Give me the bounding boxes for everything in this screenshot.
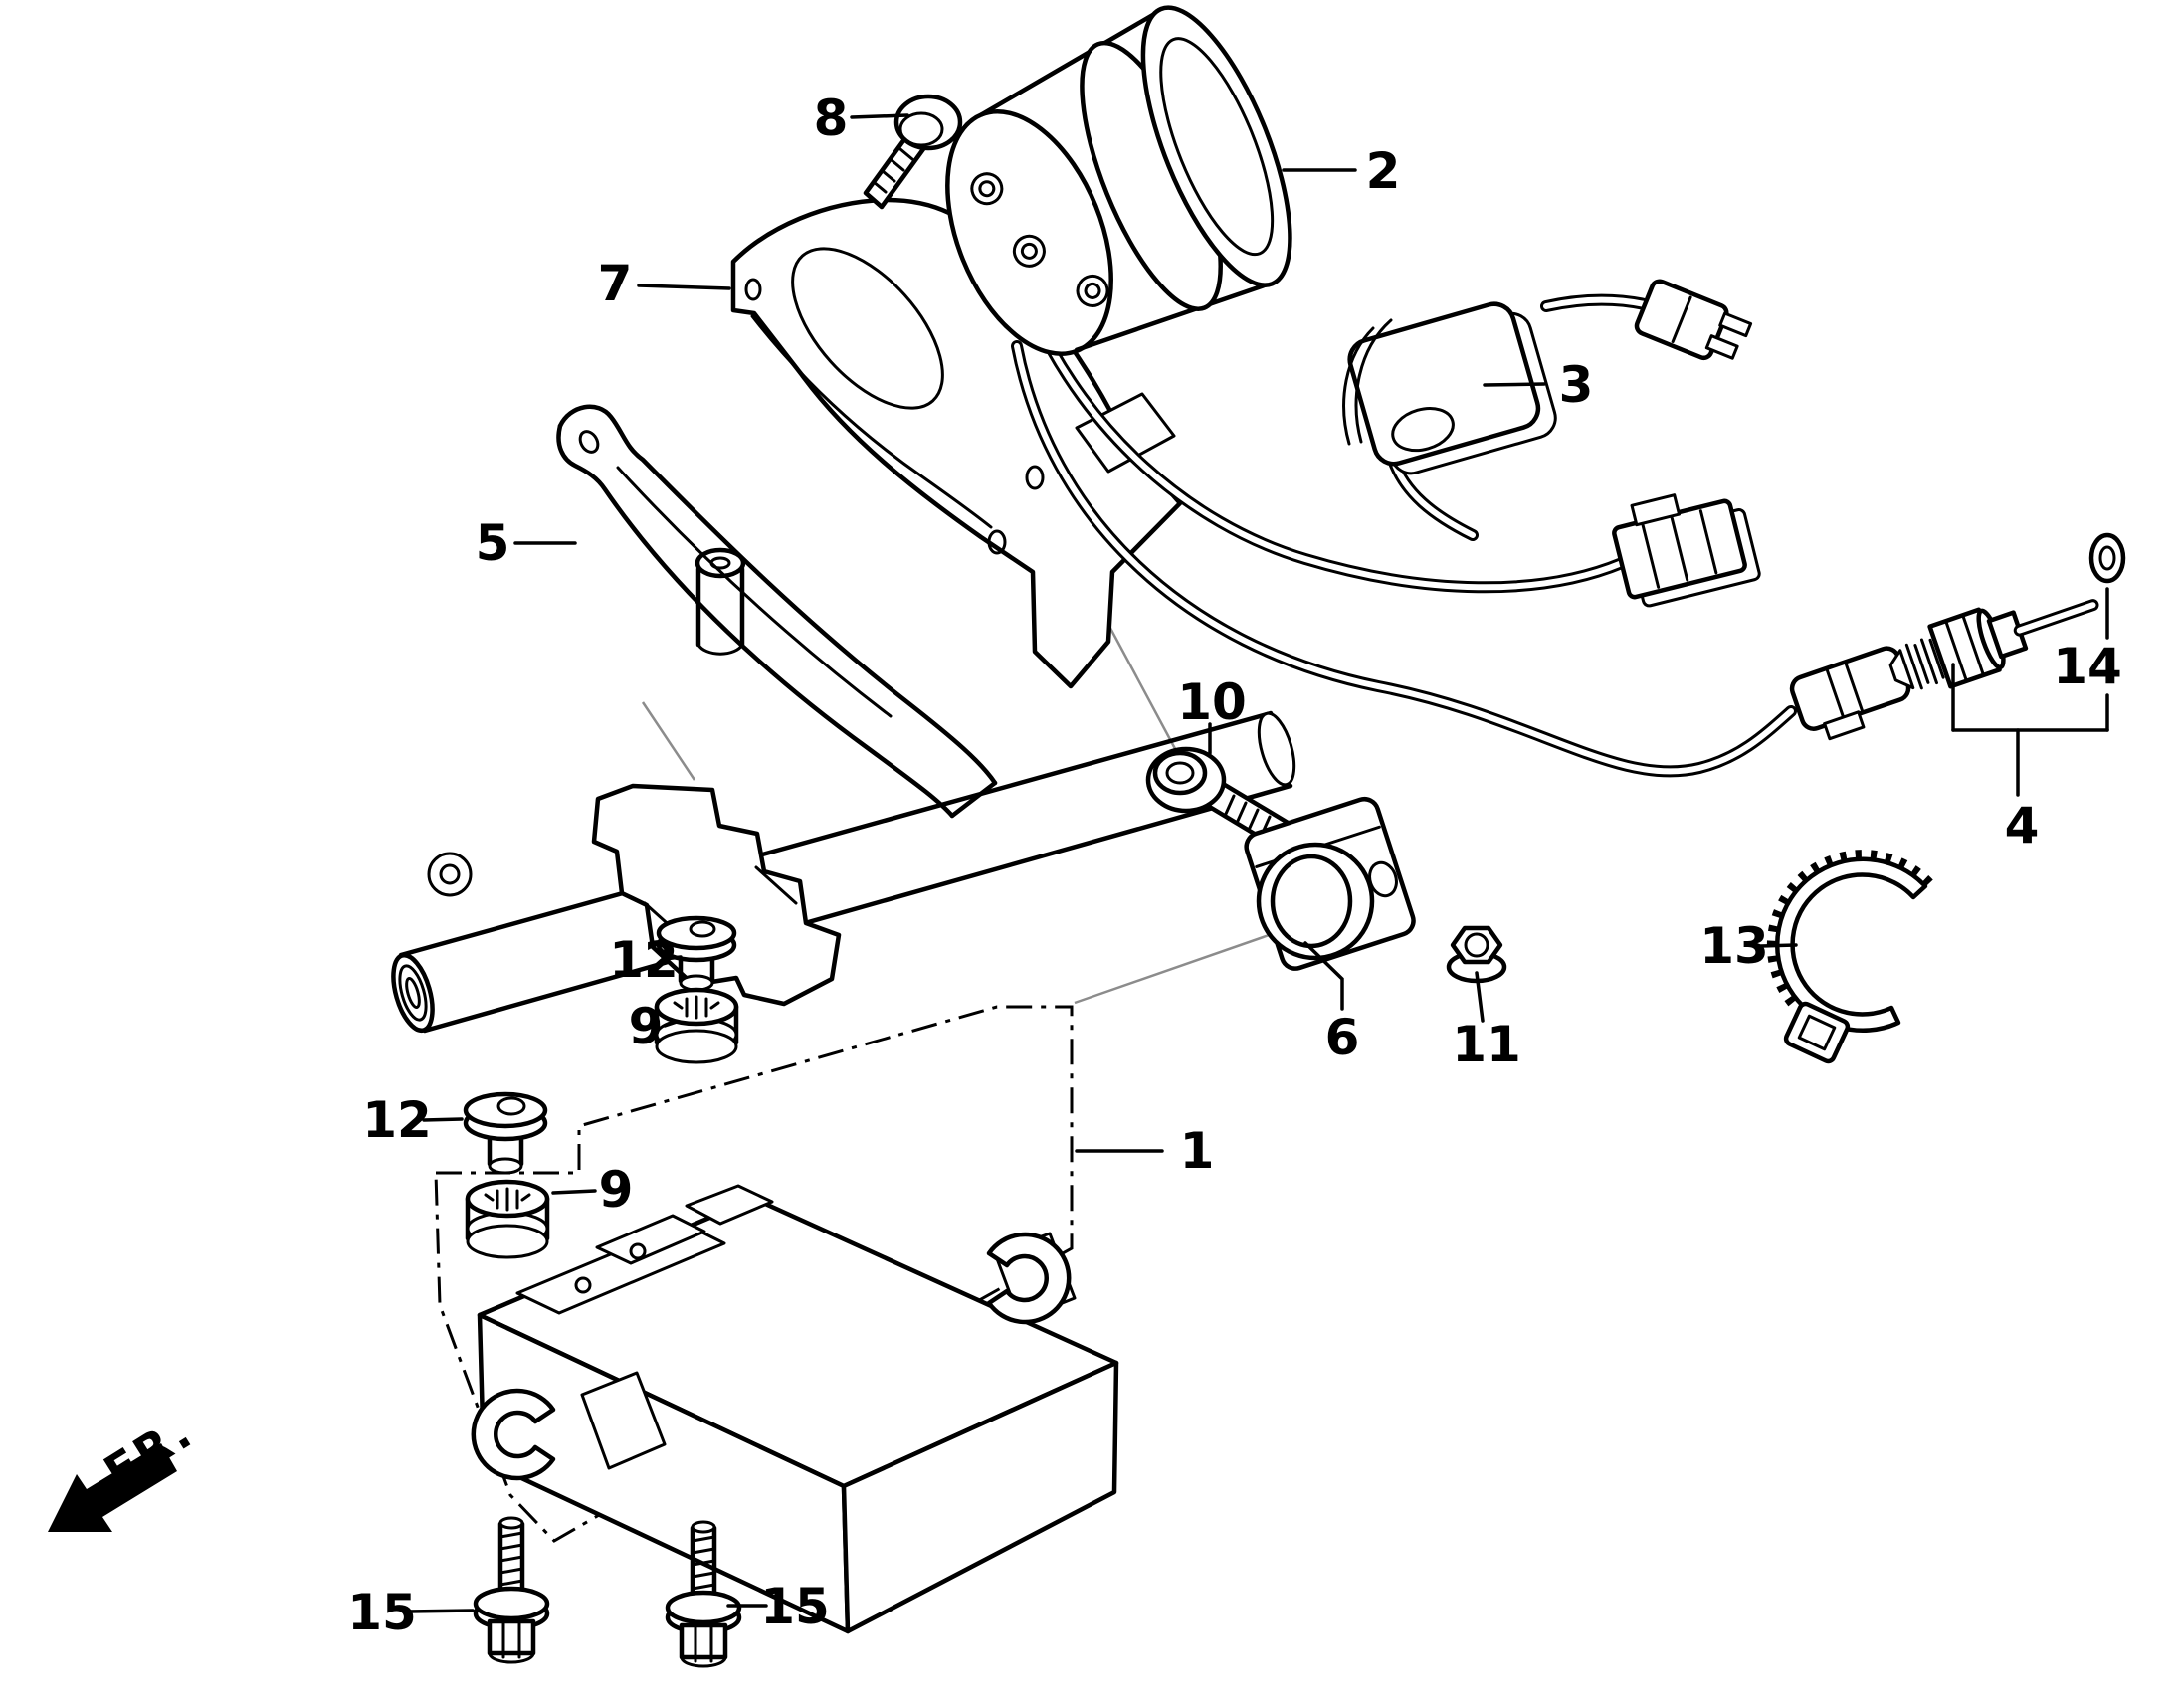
mount-pin-12-lower xyxy=(463,1091,548,1175)
mount-hook-right xyxy=(986,1232,1072,1325)
part-label-12-upper: 12 xyxy=(609,931,679,989)
part-labels: 1 2 3 4 5 6 7 8 9 9 10 11 12 12 13 14 15… xyxy=(347,90,2122,1641)
grommet-9-upper xyxy=(654,987,739,1064)
hook-tab-left xyxy=(580,1371,667,1470)
meter-bracket xyxy=(730,197,1183,689)
wire-band-13 xyxy=(1766,850,1933,1064)
washer-14 xyxy=(2088,532,2126,584)
four-pin-connector xyxy=(1612,493,1761,608)
tube-nut xyxy=(427,852,473,897)
grommet-9-lower xyxy=(465,1179,550,1259)
meter-stay xyxy=(556,404,998,819)
part-label-12-lower: 12 xyxy=(362,1091,432,1149)
part-label-15-left: 15 xyxy=(347,1584,417,1641)
steering-tube xyxy=(391,710,1296,1034)
flange-nut-11 xyxy=(1446,925,1507,984)
speedometer-cable xyxy=(1011,340,1797,778)
part-label-8: 8 xyxy=(814,90,849,147)
part-label-3: 3 xyxy=(1559,356,1594,414)
speedometer xyxy=(945,5,1292,356)
fr-direction-arrow xyxy=(48,1443,177,1532)
part-label-4: 4 xyxy=(2005,797,2040,854)
part-label-9-lower: 9 xyxy=(599,1161,634,1219)
part-label-7: 7 xyxy=(598,255,633,312)
fr-direction-indicator: FR. xyxy=(48,1405,203,1532)
part-label-6: 6 xyxy=(1325,1009,1360,1066)
harness-rubber-mount xyxy=(1342,301,1557,475)
part-label-15-right: 15 xyxy=(760,1578,830,1635)
part-label-5: 5 xyxy=(476,514,510,572)
part-label-1: 1 xyxy=(1180,1122,1215,1180)
part-label-11: 11 xyxy=(1452,1016,1521,1073)
two-pin-connector xyxy=(1634,279,1753,361)
part-label-2: 2 xyxy=(1366,142,1401,200)
tube-bushing xyxy=(695,547,746,656)
leader-lines xyxy=(406,113,2109,1613)
part-label-10: 10 xyxy=(1177,673,1247,731)
tube-clamp-6 xyxy=(1244,796,1416,971)
mount-screw-15-left xyxy=(473,1516,550,1664)
speed-sensor xyxy=(1789,599,2099,741)
control-unit xyxy=(471,1184,1119,1634)
mount-screw-15-right xyxy=(665,1520,742,1668)
part-label-14: 14 xyxy=(2053,638,2122,695)
part-label-13: 13 xyxy=(1699,917,1769,975)
mount-hook-left xyxy=(471,1388,556,1481)
wire-harness xyxy=(1029,293,1651,594)
part-label-9-upper: 9 xyxy=(629,998,664,1055)
washer-screw-8 xyxy=(863,94,963,210)
